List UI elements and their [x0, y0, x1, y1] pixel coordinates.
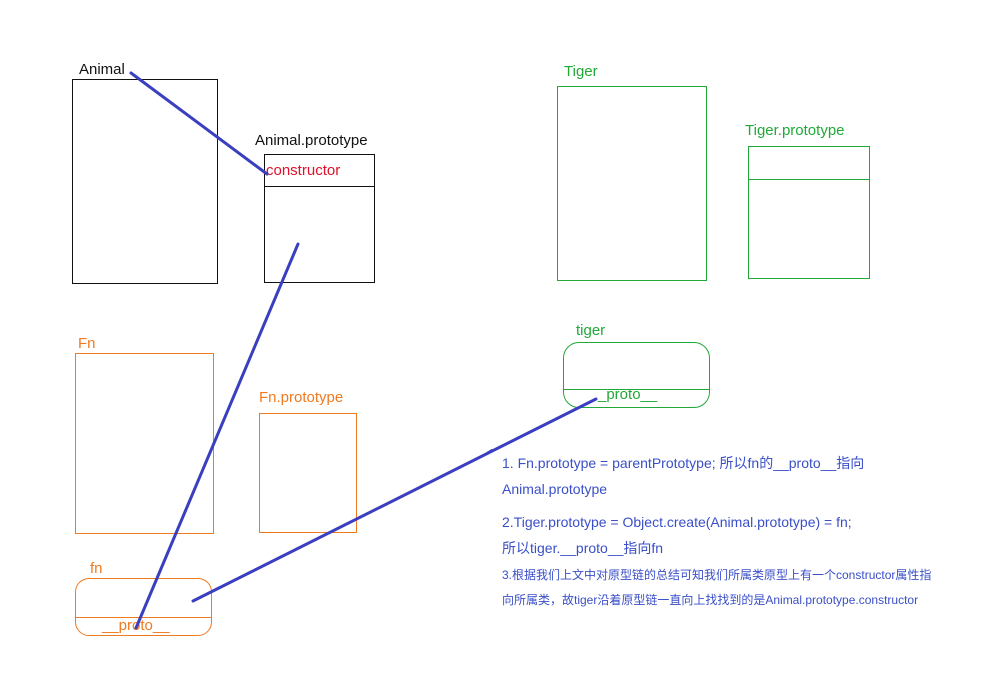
animal-label: Animal — [79, 61, 125, 78]
tiger-instance-label: tiger — [576, 322, 606, 339]
tiger-prototype-divider — [749, 179, 869, 180]
tiger-prototype-label: Tiger.prototype — [745, 122, 845, 139]
tiger-instance-divider — [564, 389, 709, 390]
animal-box — [72, 79, 218, 284]
fn-label: Fn — [78, 335, 96, 352]
note-1-line-2: Animal.prototype — [502, 481, 608, 497]
fn-instance-divider — [76, 617, 211, 618]
tiger-prototype-box — [748, 146, 870, 279]
note-1-line-1: 1. Fn.prototype = parentPrototype; 所以fn的… — [502, 455, 865, 471]
fn-proto-to-animal-prototype-line — [134, 242, 300, 630]
tiger-proto-label: _proto__ — [598, 386, 658, 403]
tiger-label: Tiger — [564, 63, 598, 80]
tiger-box — [557, 86, 707, 281]
arrow-tick — [486, 449, 493, 454]
note-3-line-2: 向所属类，故tiger沿着原型链一直向上找找到的是Animal.prototyp… — [502, 593, 919, 607]
fn-instance-box — [75, 578, 212, 636]
fn-prototype-box — [259, 413, 357, 533]
note-2-line-1: 2.Tiger.prototype = Object.create(Animal… — [502, 514, 852, 530]
constructor-divider — [265, 186, 374, 187]
tiger-instance-box — [563, 342, 710, 408]
animal-to-constructor-line — [129, 71, 269, 176]
animal-prototype-label: Animal.prototype — [255, 132, 368, 149]
fn-instance-label: fn — [90, 560, 103, 577]
tiger-proto-to-fn-line — [191, 397, 598, 603]
fn-prototype-label: Fn.prototype — [259, 389, 344, 406]
constructor-label: constructor — [266, 162, 341, 179]
note-2-line-2: 所以tiger.__proto__指向fn — [502, 540, 664, 556]
animal-prototype-box — [264, 154, 375, 283]
note-3-line-1: 3.根据我们上文中对原型链的总结可知我们所属类原型上有一个constructor… — [502, 568, 932, 582]
